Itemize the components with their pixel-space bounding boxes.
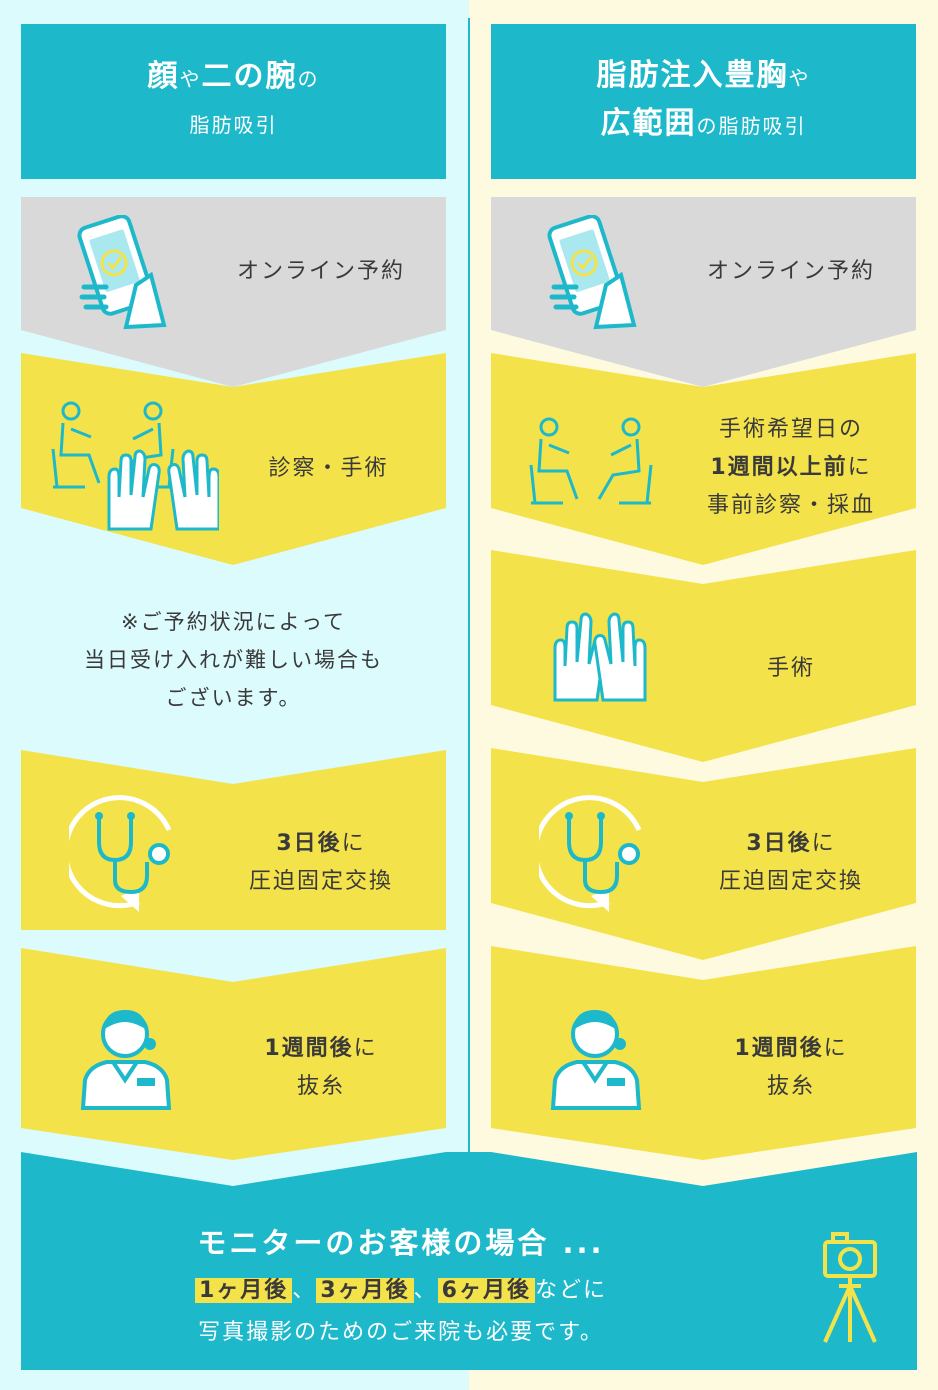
left-step3-tail: に [341,831,366,856]
note-line: ございます。 [165,686,302,710]
right-step2-line3: 事前診察・採血 [706,493,875,518]
camera-tripod-icon [815,1230,885,1349]
right-step-online-booking: オンライン予約 [491,197,916,387]
left-step1-label: オンライン予約 [236,259,405,284]
right-step4-tail: に [811,831,836,856]
right-step-suture-removal: 1週間後に 抜糸 [491,946,916,1160]
right-header: 脂肪注入豊胸や 広範囲の脂肪吸引 [491,24,916,179]
right-step-surgery: 手術 [491,550,916,762]
left-header-text: 顔 [147,58,180,94]
left-header-text: の [297,66,320,91]
right-step-compression-change: 3日後に 圧迫固定交換 [491,748,916,960]
right-step4-line2: 圧迫固定交換 [718,869,863,894]
right-step2-text: 手術希望日の 1週間以上前に 事前診察・採血 [666,411,916,525]
right-step2-bold: 1週間以上前 [710,455,848,480]
stethoscope-icon [63,790,184,919]
monitor-schedule-line: 1ヶ月後、3ヶ月後、6ヶ月後などに [21,1272,781,1304]
left-step-consult-surgery: 診察・手術 [21,353,446,565]
right-header-text: 広範囲 [600,105,697,141]
right-step2-line1: 手術希望日の [718,417,863,442]
left-step3-line2: 圧迫固定交換 [248,869,393,894]
monitor-visit-note: 写真撮影のためのご来院も必要です。 [198,1320,604,1345]
right-step5-text: 1週間後に 抜糸 [666,1030,916,1106]
right-step4-text: 3日後に 圧迫固定交換 [666,825,916,901]
right-step-preconsult: 手術希望日の 1週間以上前に 事前診察・採血 [491,353,916,565]
separator: 、 [292,1278,317,1303]
nurse-icon [549,1000,644,1114]
smartphone-check-icon [546,214,646,334]
separator: 、 [413,1278,438,1303]
right-step4-bold: 3日後 [746,831,812,856]
stethoscope-icon [533,790,654,919]
left-step4-tail: に [353,1036,378,1061]
note-line: ※ご予約状況によって [121,610,346,634]
right-step3-label: 手術 [766,656,815,681]
highlight-1-month: 1ヶ月後 [195,1278,293,1303]
nurse-icon [79,1000,174,1114]
right-header-text: や [788,65,811,90]
right-step5-tail: に [823,1036,848,1061]
left-step4-line2: 抜糸 [296,1074,345,1099]
left-step-suture-removal: 1週間後に 抜糸 [21,948,446,1160]
schedule-tail: などに [534,1278,607,1303]
right-header-text: の脂肪吸引 [696,113,807,138]
left-header-text: や [179,66,202,91]
left-header-text: 二の腕 [201,58,298,94]
smartphone-check-icon [76,214,176,334]
left-step3-text: 3日後に 圧迫固定交換 [196,825,446,901]
left-header: 顔や二の腕の 脂肪吸引 [21,24,446,179]
left-step-compression-change: 3日後に 圧迫固定交換 [21,750,446,930]
left-note: ※ご予約状況によって 当日受け入れが難しい場合も ございます。 [21,603,446,717]
left-step4-text: 1週間後に 抜糸 [196,1030,446,1106]
left-step3-bold: 3日後 [276,831,342,856]
note-line: 当日受け入れが難しい場合も [84,648,383,672]
right-step5-bold: 1週間後 [734,1036,824,1061]
consultation-icon [49,397,221,536]
column-divider [468,18,470,1158]
highlight-6-months: 6ヶ月後 [437,1278,535,1303]
right-header-text: 脂肪注入豊胸 [596,57,789,93]
left-header-subtitle: 脂肪吸引 [189,112,278,137]
right-step1-label: オンライン予約 [706,259,875,284]
right-step2-tail: に [847,455,872,480]
left-step2-label: 診察・手術 [268,456,389,481]
monitor-headline: モニターのお客様の場合 ... [197,1226,605,1260]
monitor-banner: モニターのお客様の場合 ... 1ヶ月後、3ヶ月後、6ヶ月後などに 写真撮影のた… [21,1152,917,1370]
highlight-3-months: 3ヶ月後 [316,1278,414,1303]
left-step-online-booking: オンライン予約 [21,197,446,387]
right-step5-line2: 抜糸 [766,1074,815,1099]
consultation-icon [527,413,657,512]
gloves-icon [535,612,665,706]
left-step4-bold: 1週間後 [264,1036,354,1061]
